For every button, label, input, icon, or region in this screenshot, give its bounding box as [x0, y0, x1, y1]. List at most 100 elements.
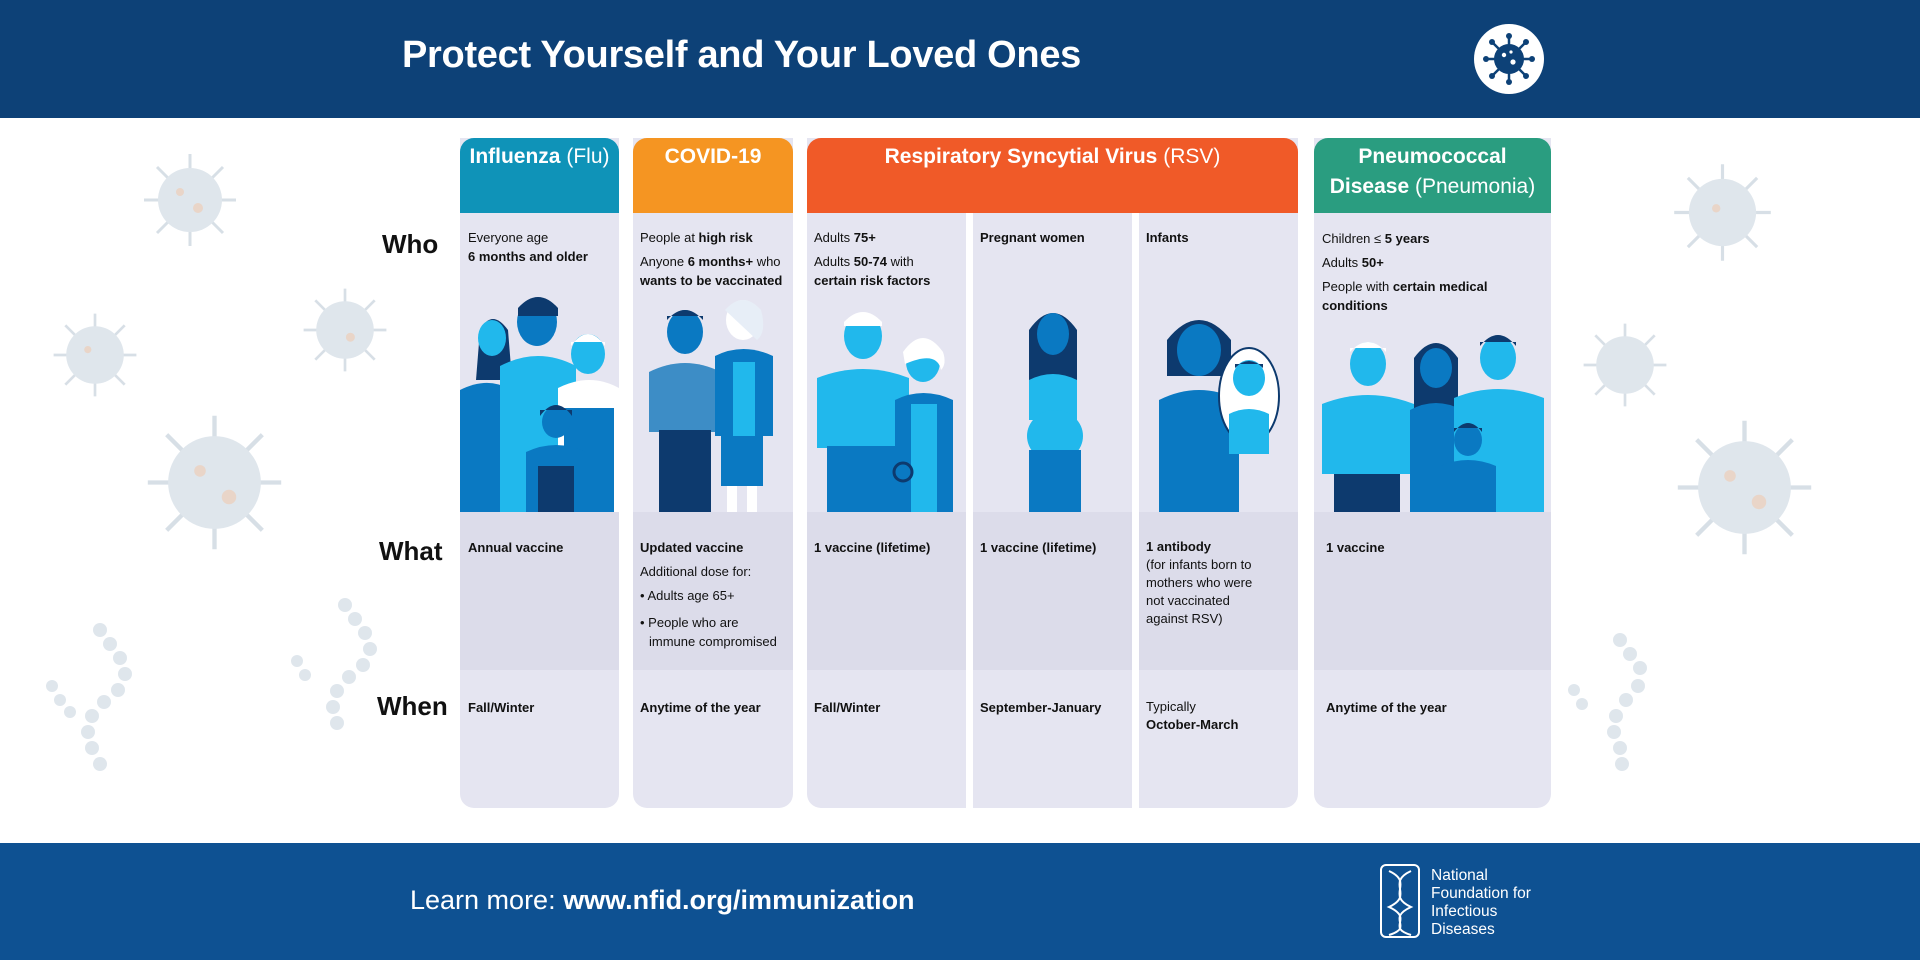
pneumo-who-line1-pre: Children ≤ [1322, 231, 1385, 246]
rsv-adults-what: 1 vaccine (lifetime) [814, 538, 964, 557]
header-covid: COVID-19 [633, 138, 793, 213]
rsv-pregnant-when: September-January [980, 698, 1130, 717]
rsv-infants-who-text: Infants [1146, 230, 1189, 245]
pneumo-who-line1-bold: 5 years [1384, 231, 1430, 246]
covid-people-illustration [649, 300, 773, 512]
rsv-infants-what: 1 antibody (for infants born to mothers … [1146, 538, 1296, 628]
rsv-infants-when-line2: October-March [1146, 717, 1239, 732]
rsv-title-abbr: (RSV) [1163, 145, 1221, 168]
covid-what-bullet2-a: • People who are [640, 615, 739, 630]
pneumo-title-line1: Pneumococcal [1358, 145, 1507, 168]
rsv-adults-who-line3: certain risk factors [814, 273, 931, 288]
background-virus-icon [1677, 420, 1812, 555]
rsv-infants-illustration [1159, 320, 1280, 512]
covid-what-bullet1: • Adults age 65+ [640, 588, 735, 603]
rsv-infants-when-line1: Typically [1146, 699, 1196, 714]
covid-when: Anytime of the year [640, 698, 795, 717]
rsv-title: Respiratory Syncytial Virus [884, 145, 1158, 168]
learn-more-label: Learn more: [410, 885, 564, 915]
what-band [1139, 512, 1298, 670]
pneumo-what-text: 1 vaccine [1326, 540, 1385, 555]
row-label-when: When [377, 691, 448, 721]
flu-who-line1: Everyone age [468, 230, 549, 245]
covid-who: People at high risk Anyone 6 months+ who… [640, 228, 795, 290]
covid-title: COVID-19 [664, 145, 762, 168]
flu-who: Everyone age 6 months and older [468, 228, 618, 266]
flu-family-illustration [460, 297, 619, 512]
rsv-adults-who-line1-pre: Adults [814, 230, 854, 245]
rsv-infants-what-text: 1 antibody [1146, 539, 1212, 554]
rsv-pregnant-when-text: September-January [980, 700, 1102, 715]
rsv-pregnant-what: 1 vaccine (lifetime) [980, 538, 1130, 557]
rsv-pregnant-who: Pregnant women [980, 228, 1130, 247]
background-virus-icon [1583, 323, 1667, 407]
what-band [1314, 512, 1551, 670]
background-virus-icon [1674, 164, 1771, 261]
flu-who-line2: 6 months and older [468, 249, 588, 264]
pneumo-who-line4: conditions [1322, 298, 1388, 313]
flu-what: Annual vaccine [468, 538, 618, 557]
nfid-name-line1: National [1431, 867, 1488, 884]
header-pneumo: Pneumococcal Disease (Pneumonia) [1314, 138, 1551, 213]
pneumo-who: Children ≤ 5 years Adults 50+ People wit… [1322, 229, 1547, 315]
flu-title: Influenza [469, 145, 561, 168]
pneumo-title-line2: Disease [1329, 175, 1410, 198]
covid-who-line2-bold: 6 months+ [687, 254, 754, 269]
rsv-pregnant-illustration [1027, 313, 1083, 512]
pneumo-who-line3-pre: People with [1322, 279, 1393, 294]
nfid-name: National Foundation for Infectious Disea… [1431, 867, 1531, 939]
background-bacteria-icon [46, 623, 132, 771]
covid-who-line2-pre: Anyone [640, 254, 688, 269]
pneumo-what: 1 vaccine [1326, 538, 1546, 557]
header-banner: Protect Yourself and Your Loved Ones [0, 0, 1920, 118]
covid-what-text: Updated vaccine [640, 540, 744, 555]
pneumo-when: Anytime of the year [1326, 698, 1546, 717]
pneumo-family-illustration [1322, 335, 1544, 512]
rsv-infants-who: Infants [1146, 228, 1296, 247]
pneumo-when-text: Anytime of the year [1326, 700, 1447, 715]
nfid-name-line2: Foundation for [1431, 885, 1531, 902]
rsv-adults-who-line2-post: with [887, 254, 914, 269]
background-virus-icon [144, 154, 236, 246]
background-bacteria-icon [291, 598, 377, 730]
covid-who-line3: wants to be vaccinated [640, 273, 783, 288]
nfid-name-line3: Infectious [1431, 903, 1498, 920]
flu-title-abbr: (Flu) [566, 145, 610, 168]
what-band [460, 512, 619, 670]
row-label-what: What [379, 536, 443, 566]
nfid-logo: National Foundation for Infectious Disea… [1379, 863, 1569, 943]
covid-what-extra: Additional dose for: [640, 564, 752, 579]
rsv-infants-what-detail-2: mothers who were [1146, 575, 1253, 590]
nfid-name-line4: Diseases [1431, 921, 1495, 938]
learn-more-link[interactable]: www.nfid.org/immunization [563, 885, 915, 915]
virus-icon [1483, 33, 1535, 85]
virus-badge [1474, 24, 1544, 94]
what-band [973, 512, 1132, 670]
rsv-adults-who: Adults 75+ Adults 50-74 with certain ris… [814, 228, 964, 290]
background-virus-icon [147, 415, 282, 550]
dna-icon [1380, 864, 1420, 938]
rsv-adults-who-line2-pre: Adults [814, 254, 854, 269]
header-rsv: Respiratory Syncytial Virus (RSV) [807, 138, 1298, 213]
rsv-infants-what-detail-4: against RSV) [1146, 611, 1223, 626]
covid-what-bullet2-b: immune compromised [649, 634, 777, 649]
flu-what-text: Annual vaccine [468, 540, 564, 555]
covid-who-line2-post: who [753, 254, 781, 269]
rsv-infants-what-detail-3: not vaccinated [1146, 593, 1230, 608]
what-band [633, 512, 793, 670]
rsv-adults-who-line1-bold: 75+ [853, 230, 876, 245]
background-bacteria-icon [1568, 633, 1647, 771]
rsv-adults-what-text: 1 vaccine (lifetime) [814, 540, 931, 555]
learn-more: Learn more: www.nfid.org/immunization [410, 885, 915, 916]
rsv-adults-who-line2-bold: 50-74 [853, 254, 887, 269]
covid-when-text: Anytime of the year [640, 700, 761, 715]
rsv-infants-when: Typically October-March [1146, 698, 1296, 734]
rsv-pregnant-what-text: 1 vaccine (lifetime) [980, 540, 1097, 555]
page-title: Protect Yourself and Your Loved Ones [402, 34, 1081, 76]
covid-who-line1-pre: People at [640, 230, 699, 245]
row-label-who: Who [382, 229, 439, 259]
covid-what: Updated vaccine Additional dose for: • A… [640, 538, 795, 651]
pneumo-who-line2-pre: Adults [1322, 255, 1362, 270]
rsv-adults-when-text: Fall/Winter [814, 700, 881, 715]
rsv-pregnant-who-text: Pregnant women [980, 230, 1085, 245]
